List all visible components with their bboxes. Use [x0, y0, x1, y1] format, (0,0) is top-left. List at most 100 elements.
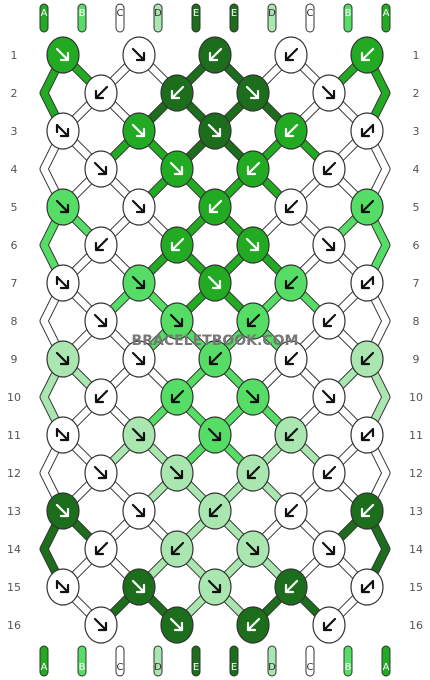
- knot-arrow-icon: [93, 313, 108, 328]
- knot-arrow-icon: [131, 503, 146, 518]
- knot-arrow-icon: [207, 427, 222, 442]
- knot: [198, 416, 232, 454]
- knot: [236, 302, 270, 340]
- row-number-right: 10: [409, 391, 423, 404]
- knot: [350, 264, 384, 302]
- knot-arrow-icon: [360, 427, 375, 442]
- knot: [236, 378, 270, 416]
- knot-arrow-icon: [284, 351, 299, 366]
- strand-label-bottom: E: [231, 662, 237, 673]
- row-number-left: 1: [11, 49, 18, 62]
- knot-arrow-icon: [55, 579, 70, 594]
- knot-arrow-icon: [360, 351, 375, 366]
- knot: [350, 36, 384, 74]
- knot: [350, 112, 384, 150]
- knot-arrow-icon: [169, 161, 184, 176]
- knot-grid: [46, 36, 384, 644]
- strand-label-bottom: C: [117, 662, 124, 673]
- knot-arrow-icon: [55, 427, 70, 442]
- knot-arrow-icon: [208, 351, 223, 366]
- knot-arrow-icon: [322, 161, 337, 176]
- knot-arrow-icon: [170, 541, 185, 556]
- knot-arrow-icon: [208, 47, 223, 62]
- knot: [350, 568, 384, 606]
- knot: [84, 226, 118, 264]
- knot-arrow-icon: [207, 579, 222, 594]
- knot-arrow-icon: [94, 237, 109, 252]
- knot-arrow-icon: [55, 351, 70, 366]
- knot-arrow-icon: [245, 237, 260, 252]
- knot: [122, 340, 156, 378]
- strand-label-top: B: [345, 8, 352, 19]
- knot-arrow-icon: [170, 85, 185, 100]
- knot: [350, 416, 384, 454]
- knot: [84, 606, 118, 644]
- knot-arrow-icon: [245, 389, 260, 404]
- knot: [312, 74, 346, 112]
- knot: [84, 454, 118, 492]
- row-number-left: 4: [11, 163, 18, 176]
- knot: [274, 416, 308, 454]
- strand-label-top: E: [231, 8, 237, 19]
- strand-label-top: C: [117, 8, 124, 19]
- row-number-right: 13: [409, 505, 423, 518]
- knot-arrow-icon: [207, 123, 222, 138]
- knot-arrow-icon: [245, 541, 260, 556]
- knot: [160, 530, 194, 568]
- knot: [84, 74, 118, 112]
- knot: [46, 340, 80, 378]
- knot: [274, 492, 308, 530]
- knot: [160, 226, 194, 264]
- knot-arrow-icon: [246, 313, 261, 328]
- strand-label-bottom: B: [345, 662, 352, 673]
- knot: [46, 264, 80, 302]
- row-number-left: 16: [7, 619, 21, 632]
- knot-arrow-icon: [246, 617, 261, 632]
- knot: [274, 112, 308, 150]
- knot-arrow-icon: [284, 503, 299, 518]
- strand-label-bottom: A: [41, 662, 48, 673]
- strand-label-top: E: [193, 8, 199, 19]
- knot-arrow-icon: [131, 427, 146, 442]
- row-number-right: 8: [413, 315, 420, 328]
- row-number-right: 6: [413, 239, 420, 252]
- knot: [84, 302, 118, 340]
- row-number-left: 3: [11, 125, 18, 138]
- row-number-left: 13: [7, 505, 21, 518]
- knot-arrow-icon: [360, 47, 375, 62]
- knot: [198, 492, 232, 530]
- knot-arrow-icon: [246, 465, 261, 480]
- row-number-left: 10: [7, 391, 21, 404]
- knot-arrow-icon: [94, 389, 109, 404]
- row-number-right: 7: [413, 277, 420, 290]
- knot: [160, 606, 194, 644]
- knot: [236, 606, 270, 644]
- strand-label-bottom: A: [383, 662, 390, 673]
- knot: [84, 378, 118, 416]
- knot: [312, 454, 346, 492]
- knot-arrow-icon: [284, 275, 299, 290]
- strand-label-top: C: [307, 8, 314, 19]
- row-number-right: 3: [413, 125, 420, 138]
- row-number-left: 6: [11, 239, 18, 252]
- knot: [312, 530, 346, 568]
- row-number-left: 11: [7, 429, 21, 442]
- knot-arrow-icon: [94, 85, 109, 100]
- row-number-left: 2: [11, 87, 18, 100]
- knot: [122, 492, 156, 530]
- knot-arrow-icon: [246, 161, 261, 176]
- row-number-left: 15: [7, 581, 21, 594]
- knot-arrow-icon: [284, 123, 299, 138]
- knot: [236, 530, 270, 568]
- knot: [122, 568, 156, 606]
- knot: [312, 606, 346, 644]
- row-number-right: 1: [413, 49, 420, 62]
- knot: [350, 492, 384, 530]
- knot-arrow-icon: [131, 123, 146, 138]
- row-number-right: 14: [409, 543, 423, 556]
- row-number-right: 4: [413, 163, 420, 176]
- knot-arrow-icon: [131, 47, 146, 62]
- knot-arrow-icon: [94, 541, 109, 556]
- knot: [198, 36, 232, 74]
- knot: [274, 188, 308, 226]
